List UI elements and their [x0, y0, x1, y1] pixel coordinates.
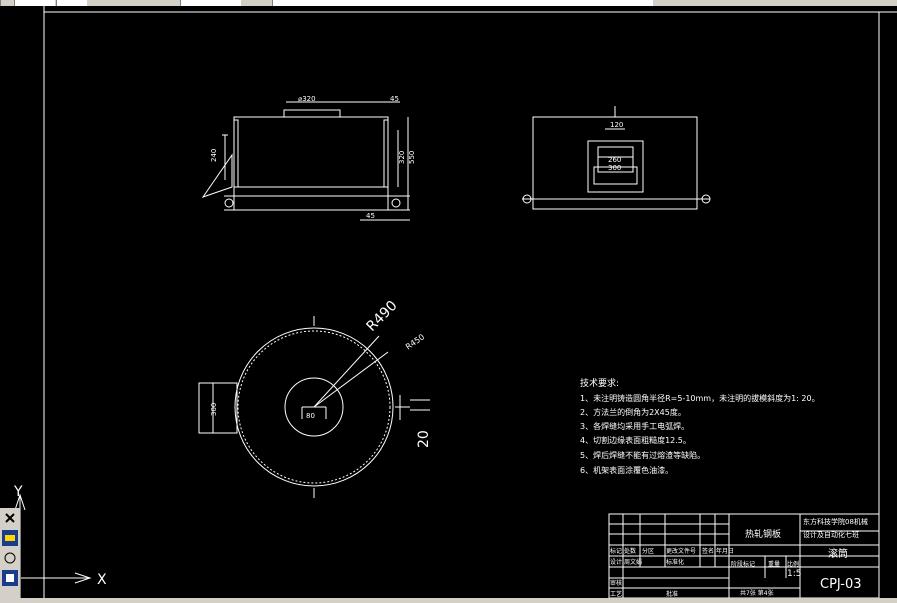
dim-240: 240 — [210, 149, 218, 162]
rev-label: 标记 — [610, 547, 622, 555]
dim-550: 550 — [408, 151, 416, 164]
dim-320-right: 320 — [398, 151, 406, 164]
layer-icon[interactable] — [2, 530, 18, 546]
dim-20: 20 — [416, 430, 432, 448]
stage-label: 阶段标记 — [731, 560, 755, 568]
drawing-number: CPJ-03 — [820, 577, 862, 592]
tech-req-item: 4、切割边缘表面粗糙度12.5。 — [580, 435, 691, 445]
dim-d320: ⌀320 — [298, 95, 316, 103]
dim-r490: R490 — [364, 298, 401, 335]
top-view — [198, 316, 430, 498]
rev-label: 更改文件号 — [666, 547, 696, 555]
standard-label: 标准化 — [666, 558, 684, 566]
title-bar — [0, 0, 897, 6]
dim-300-side: 300 — [210, 403, 218, 416]
company-line2: 设计及自动化七班 — [803, 530, 859, 539]
dim-260: 260 — [608, 156, 621, 164]
rev-label: 签名 — [702, 547, 714, 555]
command-field[interactable] — [272, 0, 653, 6]
ucs-y-label: Y — [13, 484, 23, 500]
dropdown[interactable] — [180, 0, 241, 6]
title-block — [608, 513, 880, 598]
rev-label: 分区 — [642, 547, 654, 555]
front-view — [201, 101, 410, 221]
drawing-name: 滚筒 — [828, 547, 848, 560]
draw-toolbar — [0, 508, 21, 602]
part-name: 热轧钢板 — [745, 528, 781, 540]
review-label: 审核 — [610, 579, 622, 587]
tech-req-item: 2、方法兰的倒角为2X45度。 — [580, 407, 686, 417]
drawing-canvas[interactable]: ⌀320 45 240 320 550 45 120 260 300 R490 … — [0, 6, 897, 598]
ucs-icon — [14, 493, 92, 584]
weight-label: 重量 — [768, 560, 780, 568]
dim-45-bottom: 45 — [366, 212, 375, 220]
sheet-count: 共7张 第4张 — [740, 589, 774, 597]
scale-value: 1:5 — [787, 569, 801, 579]
status-bar — [0, 598, 897, 603]
ucs-x-label: X — [97, 572, 107, 588]
dim-120: 120 — [610, 121, 623, 129]
tech-req-item: 3、各焊缝均采用手工电弧焊。 — [580, 421, 689, 431]
rev-label: 年月日 — [716, 547, 734, 555]
side-view — [522, 106, 711, 210]
dim-r450: R450 — [404, 332, 426, 351]
tech-req-title: 技术要求: — [580, 377, 619, 389]
rev-label: 处数 — [624, 547, 636, 555]
dim-300-front: 300 — [608, 164, 621, 172]
approve-label: 批准 — [666, 590, 678, 598]
process-label: 工艺 — [610, 590, 622, 598]
dim-80: 80 — [306, 412, 315, 420]
company-line1: 东方科技学院08机械 — [803, 517, 868, 526]
designer-name: 周文娟 — [624, 558, 642, 566]
dim-45-top: 45 — [390, 95, 399, 103]
tech-req-item: 6、机架表面涂覆色油漆。 — [580, 465, 673, 475]
tab-strip[interactable] — [14, 0, 55, 6]
properties-icon[interactable] — [2, 570, 18, 586]
tech-req-item: 1、未注明铸造圆角半径R=5-10mm，未注明的拔模斜度为1: 20。 — [580, 393, 820, 403]
scale-label: 比例 — [787, 560, 799, 568]
tech-req-item: 5、焊后焊缝不能有过熔渣等缺陷。 — [580, 450, 705, 460]
tab-strip[interactable] — [56, 0, 87, 6]
close-icon[interactable] — [2, 510, 18, 526]
design-label: 设计 — [610, 558, 622, 566]
object-snap-icon[interactable] — [2, 550, 18, 566]
